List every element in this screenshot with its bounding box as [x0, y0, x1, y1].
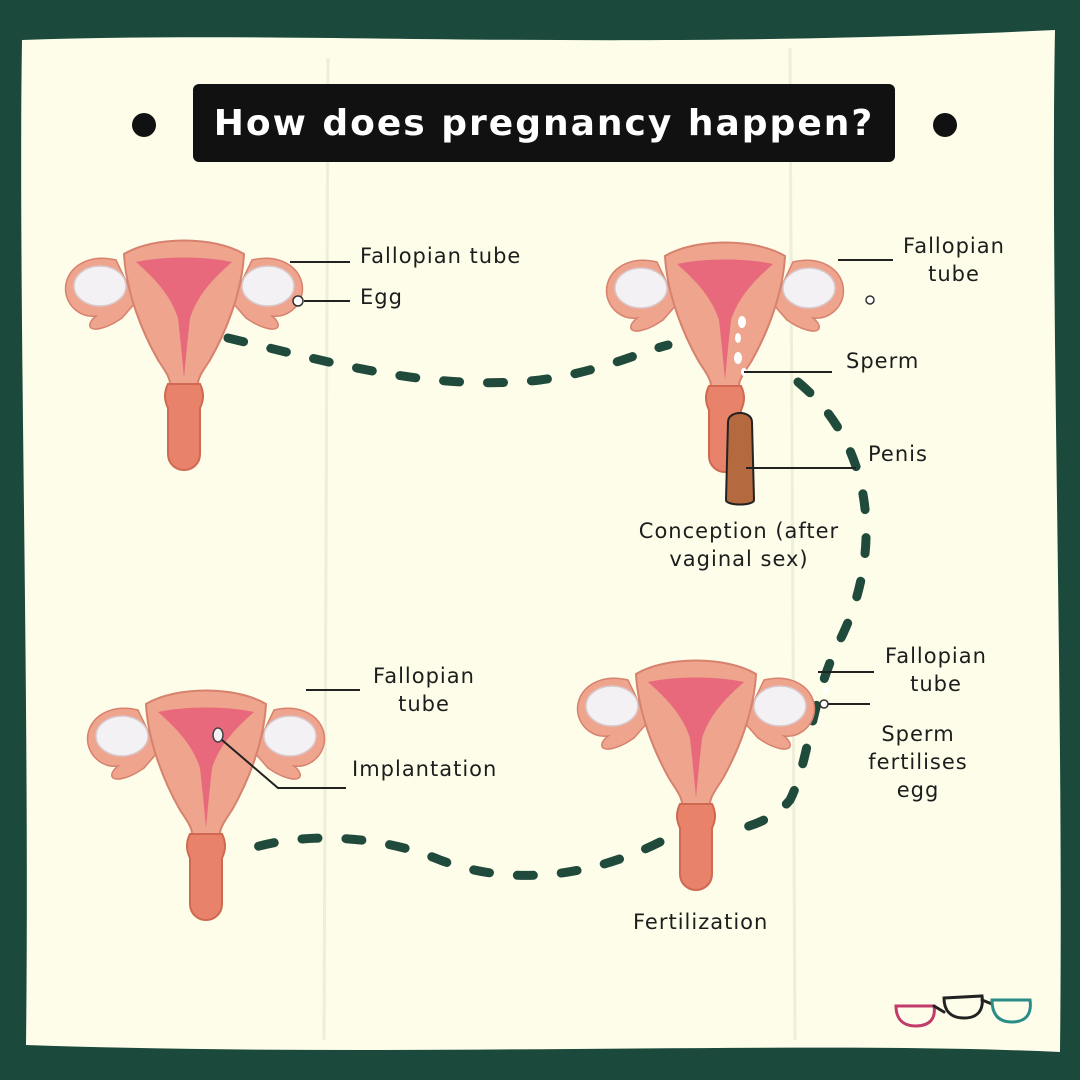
label-implantation: Implantation: [352, 757, 498, 781]
implanted-egg-icon: [212, 727, 224, 743]
label-fallopian-tube-conception-stage: Fallopian tube: [903, 234, 1005, 286]
label-sperm-fertilises-egg: Sperm fertilises egg: [868, 722, 968, 802]
caption-fertilization: Fertilization: [633, 910, 769, 934]
pin-left-icon: [132, 113, 156, 137]
label-fallopian-tube-fertilization-stage: Fallopian tube: [885, 644, 987, 696]
egg-icon: [292, 295, 304, 307]
label-penis: Penis: [868, 442, 928, 466]
label-egg: Egg: [360, 285, 403, 309]
page-title: How does pregnancy happen?: [213, 102, 875, 144]
pin-right-icon: [933, 113, 957, 137]
label-sperm: Sperm: [846, 349, 920, 373]
glasses-logo-icon: [894, 994, 1032, 1028]
paper-background: [21, 30, 1061, 1052]
penis-icon: [724, 412, 756, 506]
caption-conception: Conception (after vaginal sex): [638, 519, 840, 571]
label-fallopian-tube-egg-stage: Fallopian tube: [360, 244, 522, 268]
title-banner: [193, 84, 895, 162]
fertilised-egg-icon: [819, 699, 829, 709]
label-fallopian-tube-implantation-stage: Fallopian tube: [373, 664, 475, 716]
